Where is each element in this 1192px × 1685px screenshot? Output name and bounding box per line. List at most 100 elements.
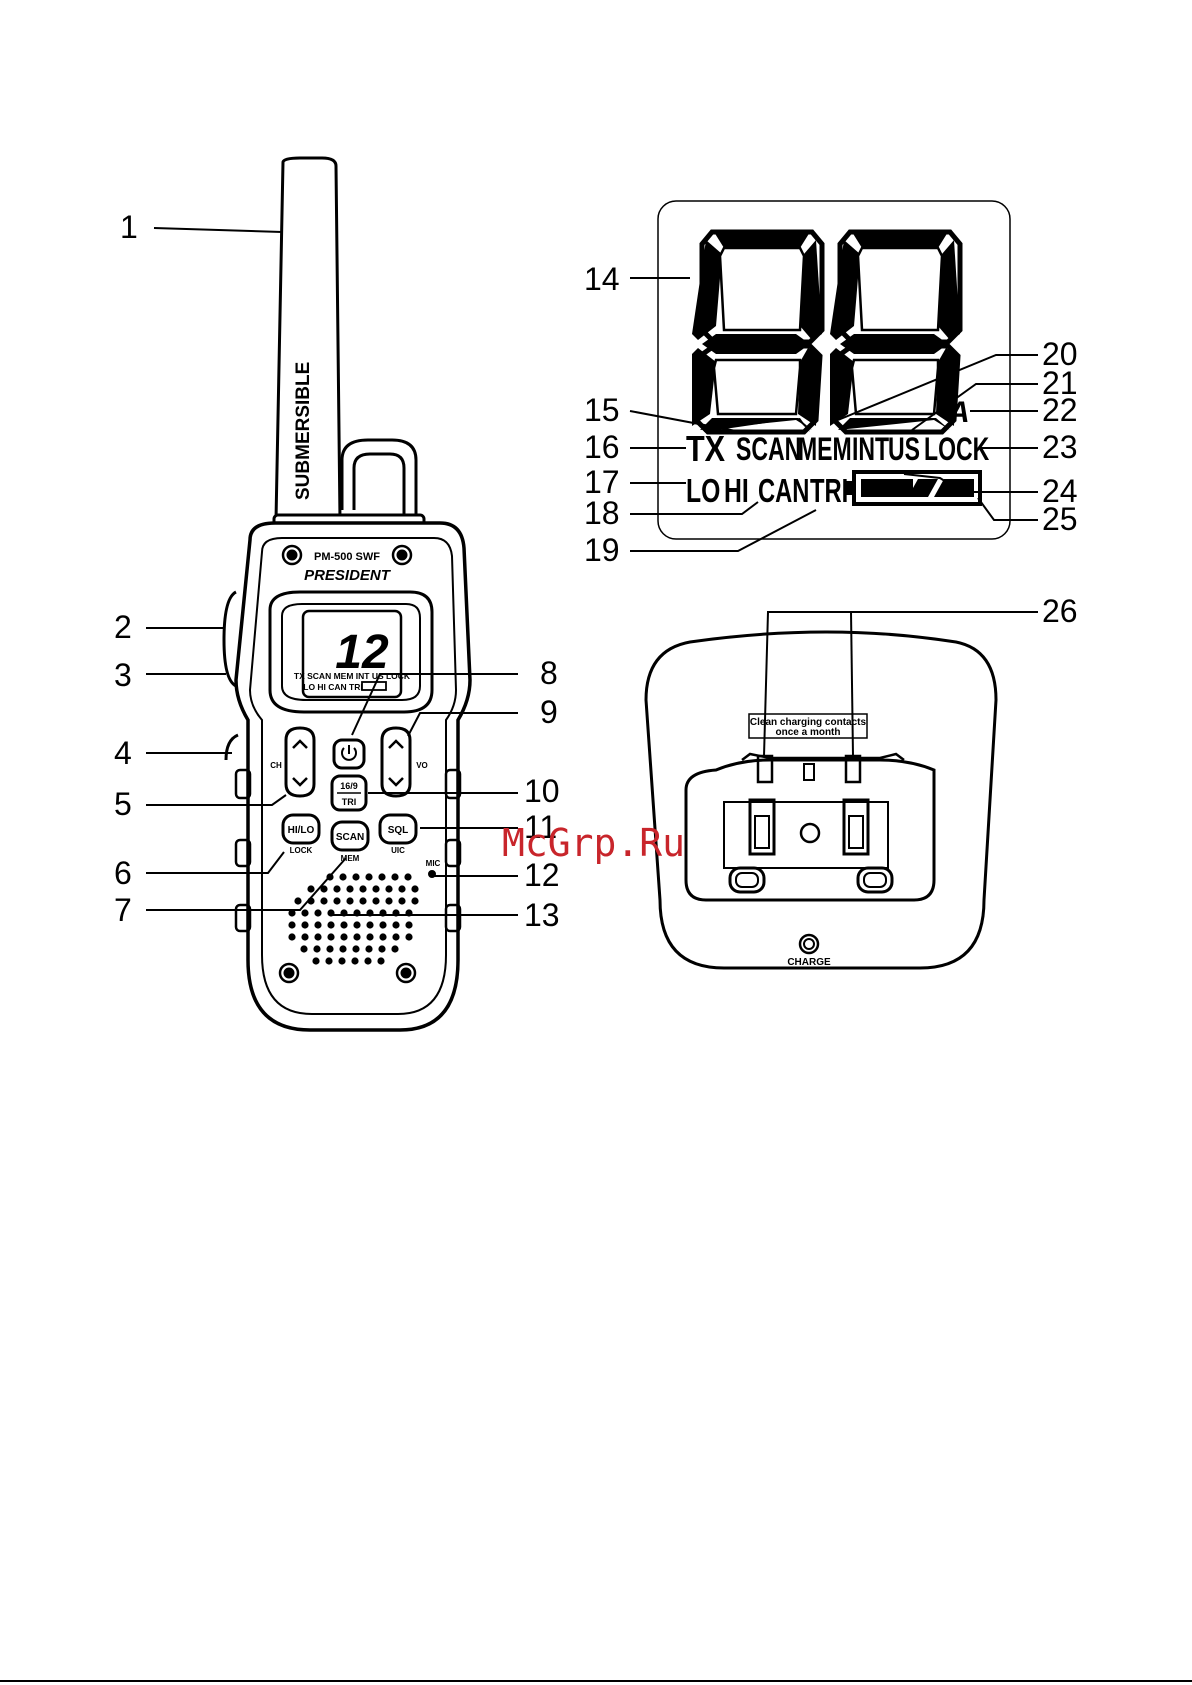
charge-label: CHARGE bbox=[787, 957, 831, 968]
speaker-hole bbox=[391, 945, 398, 952]
lcd-int: INT bbox=[852, 431, 889, 467]
side-button-ptt-upper bbox=[224, 592, 236, 686]
brand-label: PRESIDENT bbox=[304, 567, 392, 584]
lcd-us: US bbox=[888, 431, 920, 467]
watermark-text: McGrp.Ru bbox=[502, 821, 685, 865]
btn-sql-sublabel: UIC bbox=[391, 846, 405, 855]
speaker-hole bbox=[372, 885, 379, 892]
btn-169-label: 16/9 bbox=[340, 781, 358, 791]
speaker-hole bbox=[320, 897, 327, 904]
charger-base bbox=[646, 632, 996, 968]
lcd-can: CAN bbox=[758, 473, 809, 510]
speaker-hole bbox=[398, 885, 405, 892]
microphone bbox=[430, 872, 435, 877]
callout-9: 9 bbox=[540, 694, 558, 730]
antenna-label: SUBMERSIBLE bbox=[293, 362, 314, 500]
speaker-hole bbox=[391, 873, 398, 880]
radio-display-row1: TX SCAN MEM INT US LOCK bbox=[294, 671, 411, 681]
radio-display-row2: LO HI CAN TRI bbox=[303, 682, 363, 692]
speaker-hole bbox=[352, 873, 359, 880]
speaker-hole bbox=[307, 885, 314, 892]
callout-26: 26 bbox=[1042, 593, 1078, 629]
btn-hilo-sublabel: LOCK bbox=[290, 846, 313, 855]
speaker-hole bbox=[366, 933, 373, 940]
speaker-hole bbox=[364, 957, 371, 964]
speaker-hole bbox=[411, 897, 418, 904]
ch-label: CH bbox=[270, 761, 282, 770]
lcd-tx: TX bbox=[686, 430, 725, 470]
speaker-hole bbox=[326, 945, 333, 952]
btn-scan-label: SCAN bbox=[336, 832, 364, 843]
callout-13: 13 bbox=[524, 897, 560, 933]
speaker-hole bbox=[359, 897, 366, 904]
speaker-hole bbox=[314, 921, 321, 928]
speaker-hole bbox=[379, 933, 386, 940]
charger-illustration bbox=[646, 632, 996, 968]
speaker-hole bbox=[340, 921, 347, 928]
speaker-hole bbox=[351, 957, 358, 964]
callout-4: 4 bbox=[114, 735, 132, 771]
speaker-hole bbox=[372, 897, 379, 904]
btn-tri-label: TRI bbox=[342, 797, 357, 807]
btn-sql-label: SQL bbox=[388, 825, 409, 836]
speaker-hole bbox=[378, 945, 385, 952]
page-bottom-rule bbox=[0, 1680, 1192, 1682]
mic-label: MIC bbox=[426, 859, 441, 868]
lcd-mem: MEM bbox=[798, 431, 852, 467]
speaker-hole bbox=[333, 885, 340, 892]
speaker-hole bbox=[346, 885, 353, 892]
lcd-hi: HI bbox=[724, 474, 749, 510]
speaker-hole bbox=[327, 933, 334, 940]
model-label: PM-500 SWF bbox=[314, 551, 380, 563]
lcd-tri: TRI bbox=[810, 473, 848, 510]
speaker-hole bbox=[377, 957, 384, 964]
lcd-lock: LOCK bbox=[924, 431, 989, 467]
speaker-hole bbox=[353, 933, 360, 940]
speaker-hole bbox=[398, 897, 405, 904]
callout-1: 1 bbox=[120, 209, 138, 245]
speaker-hole bbox=[385, 897, 392, 904]
speaker-hole bbox=[365, 873, 372, 880]
callout-25: 25 bbox=[1042, 501, 1078, 537]
callout-23: 23 bbox=[1042, 429, 1078, 465]
speaker-hole bbox=[325, 957, 332, 964]
speaker-hole bbox=[365, 945, 372, 952]
speaker-hole bbox=[294, 897, 301, 904]
callout-16: 16 bbox=[584, 429, 620, 465]
speaker-hole bbox=[288, 921, 295, 928]
speaker-hole bbox=[300, 945, 307, 952]
btn-hilo-label: HI/LO bbox=[288, 825, 315, 836]
speaker-hole bbox=[392, 921, 399, 928]
callout-10: 10 bbox=[524, 773, 560, 809]
speaker-hole bbox=[411, 885, 418, 892]
callout-22: 22 bbox=[1042, 392, 1078, 428]
speaker-hole bbox=[301, 909, 308, 916]
speaker-hole bbox=[366, 921, 373, 928]
callout-18: 18 bbox=[584, 495, 620, 531]
speaker-hole bbox=[327, 921, 334, 928]
callout-7: 7 bbox=[114, 892, 132, 928]
vo-label: VO bbox=[416, 761, 428, 770]
callout-19: 19 bbox=[584, 532, 620, 568]
speaker-hole bbox=[359, 885, 366, 892]
speaker-hole bbox=[378, 873, 385, 880]
speaker-hole bbox=[314, 909, 321, 916]
callout-6: 6 bbox=[114, 855, 132, 891]
lcd-scan: SCAN bbox=[736, 431, 801, 467]
callout-5: 5 bbox=[114, 786, 132, 822]
side-button-ptt-lower bbox=[226, 735, 238, 760]
speaker-hole bbox=[288, 933, 295, 940]
speaker-hole bbox=[405, 933, 412, 940]
speaker-hole bbox=[338, 957, 345, 964]
speaker-hole bbox=[314, 933, 321, 940]
speaker-hole bbox=[301, 933, 308, 940]
speaker-hole bbox=[353, 921, 360, 928]
speaker-hole bbox=[333, 897, 340, 904]
callout-8: 8 bbox=[540, 655, 558, 691]
speaker-hole bbox=[313, 945, 320, 952]
lcd-a: A bbox=[947, 396, 970, 429]
callout-3: 3 bbox=[114, 657, 132, 693]
speaker-hole bbox=[339, 945, 346, 952]
callout-15: 15 bbox=[584, 392, 620, 428]
